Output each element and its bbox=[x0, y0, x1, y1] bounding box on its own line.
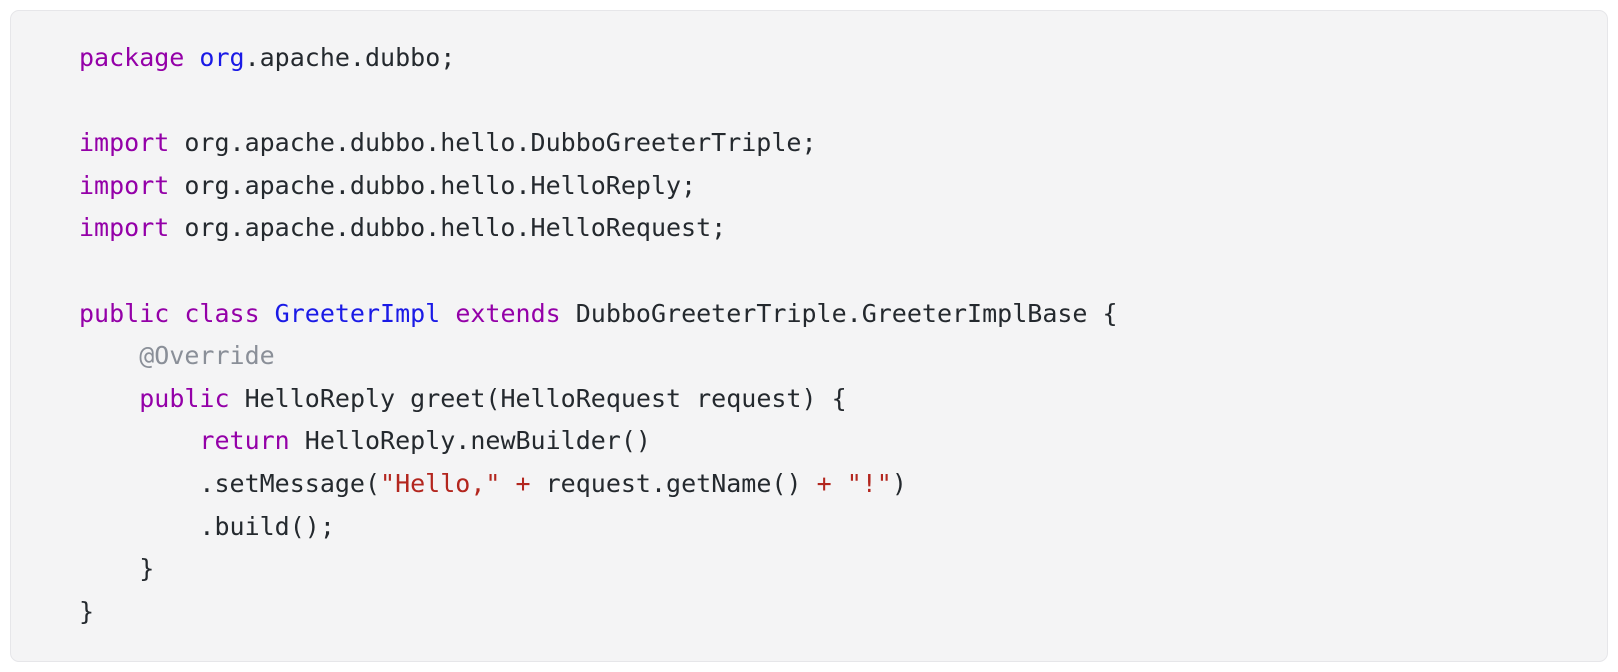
code-line: public class GreeterImpl extends DubboGr… bbox=[79, 293, 1577, 336]
code-token: HelloReply.newBuilder() bbox=[289, 426, 651, 456]
code-line: .setMessage("Hello," + request.getName()… bbox=[79, 463, 1577, 506]
java-source-code[interactable]: package org.apache.dubbo; import org.apa… bbox=[79, 37, 1577, 633]
code-token: + bbox=[816, 468, 832, 498]
code-line: .build(); bbox=[79, 506, 1577, 549]
code-token: } bbox=[79, 596, 95, 626]
code-block-card: package org.apache.dubbo; import org.apa… bbox=[10, 10, 1608, 662]
code-token: .build(); bbox=[79, 511, 335, 541]
code-token: .apache.dubbo; bbox=[244, 43, 456, 72]
code-token: import bbox=[79, 213, 185, 243]
code-token bbox=[79, 384, 139, 413]
code-token: @Override bbox=[139, 341, 275, 371]
code-token: HelloReply greet(HelloRequest request) { bbox=[229, 383, 847, 413]
code-token: ) bbox=[891, 468, 907, 498]
code-token: .setMessage( bbox=[79, 468, 381, 498]
code-token: request.getName() bbox=[530, 468, 817, 498]
code-token: org.apache.dubbo.hello.HelloReply; bbox=[184, 170, 697, 200]
code-token: public bbox=[139, 383, 230, 413]
code-token: org.apache.dubbo.hello.HelloRequest; bbox=[184, 213, 727, 243]
code-line: package org.apache.dubbo; bbox=[79, 37, 1577, 80]
code-token: import bbox=[79, 128, 185, 158]
code-token: public class bbox=[79, 298, 275, 328]
code-token: extends bbox=[455, 298, 561, 328]
code-line: @Override bbox=[79, 335, 1577, 378]
code-line: import org.apache.dubbo.hello.HelloReque… bbox=[79, 207, 1577, 250]
code-token: return bbox=[199, 426, 290, 456]
code-line: public HelloReply greet(HelloRequest req… bbox=[79, 378, 1577, 421]
code-line: import org.apache.dubbo.hello.DubboGreet… bbox=[79, 122, 1577, 165]
code-line bbox=[79, 80, 1577, 123]
code-token: + bbox=[515, 468, 531, 498]
code-token: org bbox=[199, 43, 245, 72]
code-token bbox=[832, 469, 847, 498]
code-token: DubboGreeterTriple.GreeterImplBase { bbox=[560, 298, 1118, 328]
code-line: return HelloReply.newBuilder() bbox=[79, 420, 1577, 463]
code-token: "Hello," bbox=[380, 468, 501, 498]
code-line bbox=[79, 250, 1577, 293]
code-token: GreeterImpl bbox=[274, 298, 441, 328]
code-token bbox=[79, 426, 199, 455]
code-line: import org.apache.dubbo.hello.HelloReply… bbox=[79, 165, 1577, 208]
code-token: import bbox=[79, 170, 185, 200]
code-token: "!" bbox=[846, 468, 892, 498]
code-line: } bbox=[79, 591, 1577, 634]
code-line: } bbox=[79, 548, 1577, 591]
code-token bbox=[79, 341, 139, 370]
code-token: package bbox=[79, 43, 200, 72]
code-token bbox=[500, 469, 515, 498]
code-token: org.apache.dubbo.hello.DubboGreeterTripl… bbox=[184, 128, 817, 158]
code-token bbox=[440, 299, 455, 328]
code-token: } bbox=[79, 554, 155, 584]
